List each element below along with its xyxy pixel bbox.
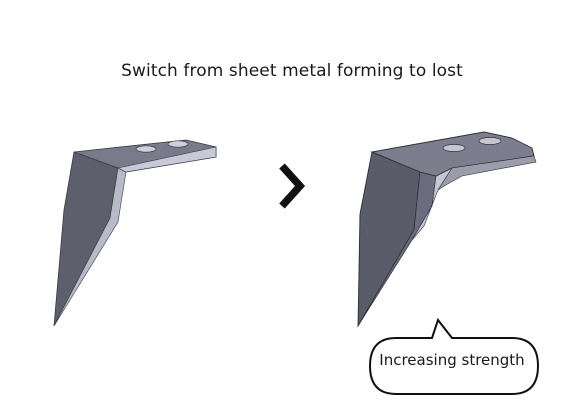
mounting-hole	[167, 140, 189, 148]
callout-label: Increasing strength	[379, 351, 525, 369]
mounting-hole	[135, 145, 157, 153]
cast-bracket	[357, 131, 537, 328]
chevron-right-icon	[279, 163, 306, 209]
callout-bubble	[368, 317, 540, 395]
sheet-metal-bracket	[53, 139, 217, 327]
mounting-hole	[442, 144, 466, 152]
mounting-hole	[478, 137, 502, 145]
caption-title: Switch from sheet metal forming to lost	[121, 61, 463, 81]
